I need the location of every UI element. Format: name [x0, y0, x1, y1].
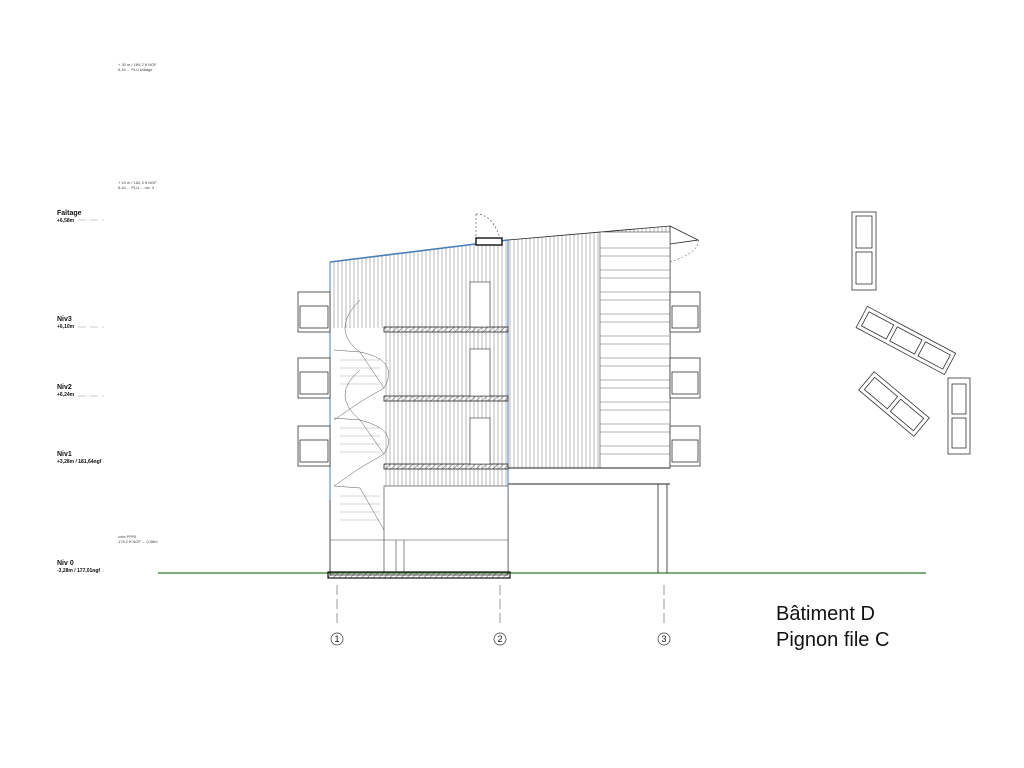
note-mid: + 10 m / 182,3 ft NGF 6,44 ... PLU ... n… — [118, 180, 157, 190]
level-elevation-niv0: -3,28m / 177,01ngf — [57, 568, 101, 574]
left-volume-section — [327, 213, 511, 579]
level-elevation-faitage: +6,58m — [57, 218, 75, 224]
axis-label-2: 2 — [497, 634, 503, 644]
level-elevation-niv2: +6,24m — [57, 392, 75, 398]
level-elevation-niv1: +3,28m / 181,64ngf — [57, 459, 102, 465]
note-top-line1: + 30 m / 189,2 ft NGF — [118, 62, 157, 67]
note-low-line1: cote PPRI — [118, 534, 137, 539]
level-name-niv1: Niv1 — [57, 451, 72, 458]
right-balconies — [669, 291, 701, 467]
level-elevation-niv3: +6,10m — [57, 324, 75, 330]
right-volume — [507, 225, 700, 573]
level-name-faitage: Faîtage — [57, 210, 82, 217]
note-top: + 30 m / 189,2 ft NGF 6,44 ... PLU faîta… — [118, 62, 157, 72]
left-balconies — [297, 291, 331, 467]
level-name-niv3: Niv3 — [57, 316, 72, 323]
drawing-title-view: Pignon file C — [776, 629, 890, 651]
key-plan — [851, 211, 971, 455]
note-mid-line1: + 10 m / 182,3 ft NGF — [118, 180, 157, 185]
drawing-title-building: Bâtiment D — [776, 603, 875, 625]
note-mid-line2: 6,44 ... PLU ... niv. 3 — [118, 185, 154, 190]
note-low: cote PPRI 178,2 ft NGF ... 0,58m — [118, 534, 158, 544]
axis-bubbles — [330, 632, 671, 646]
note-top-line2: 6,44 ... PLU faîtage — [118, 67, 153, 72]
axis-label-1: 1 — [334, 634, 340, 644]
axis-label-3: 3 — [661, 634, 667, 644]
level-name-niv0: Niv 0 — [57, 560, 74, 567]
level-lines — [78, 219, 104, 572]
level-name-niv2: Niv2 — [57, 384, 72, 391]
axis-lines — [336, 585, 665, 625]
note-low-line2: 178,2 ft NGF ... 0,58m — [118, 539, 158, 544]
